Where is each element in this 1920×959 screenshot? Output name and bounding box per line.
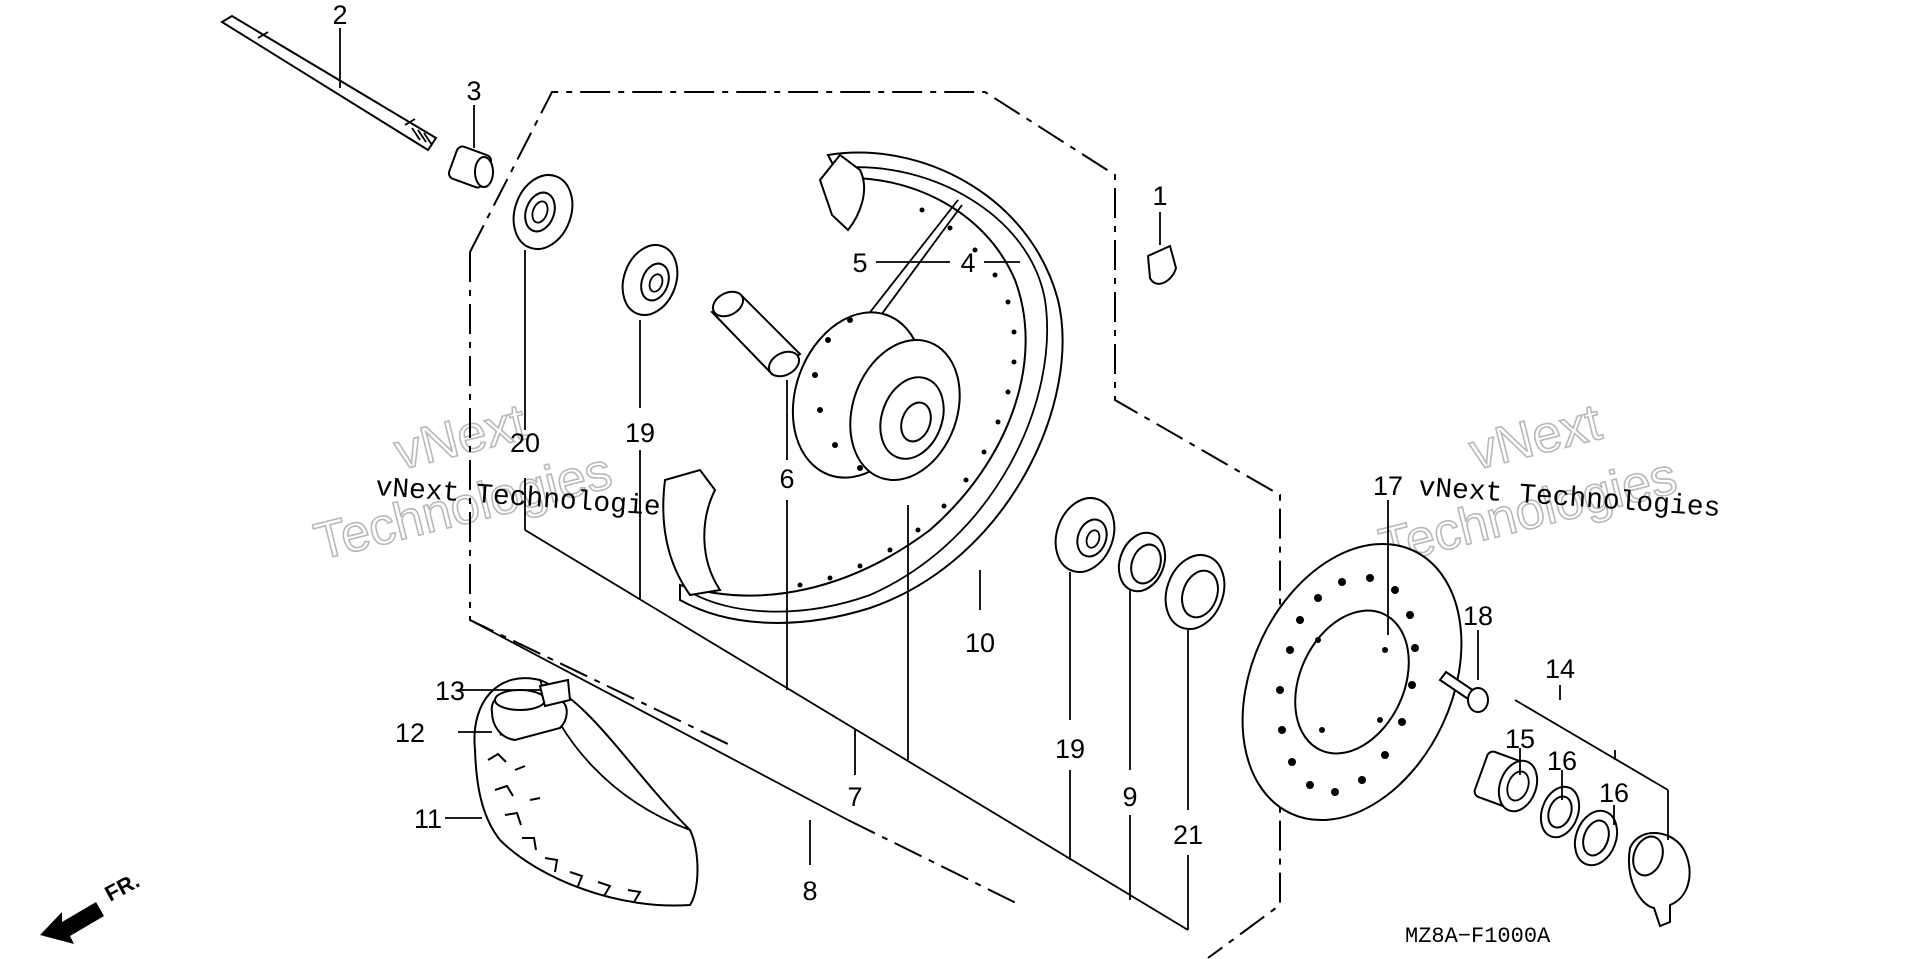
callout-11: 11 [414, 804, 442, 834]
callout-7: 7 [847, 782, 862, 812]
valve-cap-part [1146, 244, 1178, 285]
callout-6: 6 [779, 464, 794, 494]
callout-21: 21 [1173, 820, 1203, 850]
collar-part [447, 145, 494, 189]
callout-4: 4 [960, 248, 975, 278]
callout-13: 13 [435, 676, 465, 706]
callout-5: 5 [852, 248, 867, 278]
callout-2: 2 [332, 0, 347, 30]
callout-10: 10 [965, 628, 995, 658]
callout-3: 3 [466, 76, 481, 106]
hub-part [791, 199, 963, 481]
callout-17: 17 [1373, 471, 1403, 501]
bearing-19-lower-part [1054, 497, 1116, 573]
watermark-left: vNext Technologies vNext Technologies [308, 392, 678, 572]
spacer-part [710, 290, 802, 378]
callout-16-left: 16 [1547, 746, 1577, 776]
callout-19-upper: 19 [625, 418, 655, 448]
bearing-20-part [512, 174, 574, 250]
direction-label: FR. [101, 868, 144, 907]
callout-9: 9 [1122, 782, 1137, 812]
front-direction-marker: FR. [40, 868, 144, 944]
callout-1: 1 [1152, 181, 1167, 211]
dust-seal-part [1164, 554, 1226, 630]
callout-20: 20 [510, 428, 540, 458]
arrow-left-icon [40, 902, 104, 944]
disc-bolt-part [1438, 670, 1489, 713]
washer-16-left-part [1539, 785, 1581, 839]
leader-lines [339, 28, 1669, 931]
circlip-part [1117, 531, 1167, 593]
speedometer-gear-part [1473, 750, 1539, 813]
bearing-19-upper-part [621, 244, 679, 316]
diagram-code: MZ8A−F1000A [1405, 924, 1551, 949]
brake-disc-part [1241, 542, 1463, 822]
speedometer-gearbox-part [1628, 832, 1691, 928]
callout-8: 8 [802, 876, 817, 906]
callout-19-lower: 19 [1055, 734, 1085, 764]
callout-12: 12 [395, 718, 425, 748]
washer-16-right-part [1573, 809, 1619, 867]
callout-15: 15 [1505, 724, 1535, 754]
wheel-rim-part [662, 151, 1064, 624]
axle-part [220, 14, 438, 152]
watermark-right: vNext Technologies vNext Technologies [1373, 392, 1721, 577]
rim-band-part [538, 678, 572, 708]
callout-14: 14 [1545, 654, 1575, 684]
callout-18: 18 [1463, 601, 1493, 631]
callout-16-right: 16 [1599, 778, 1629, 808]
callout-labels: 1 2 3 4 5 6 7 8 9 10 11 12 13 14 15 16 1… [332, 0, 1629, 906]
